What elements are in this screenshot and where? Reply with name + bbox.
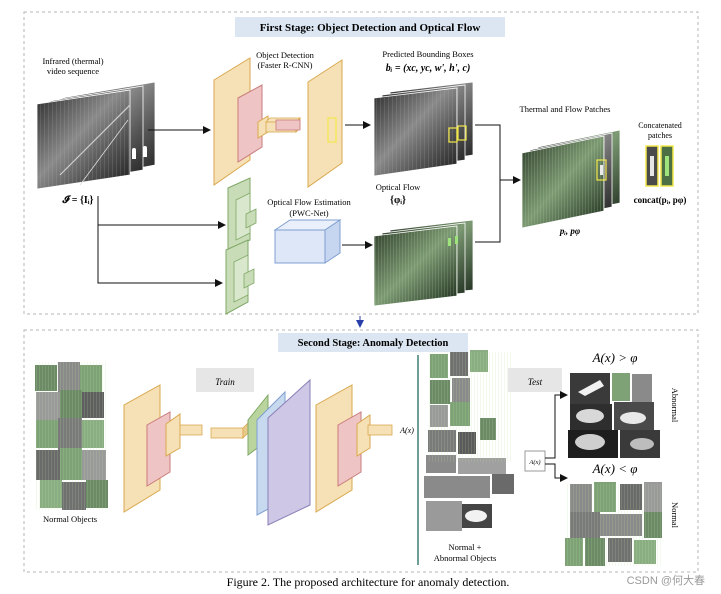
- concat-patches: [645, 145, 674, 187]
- stage2-title: Second Stage: Anomaly Detection: [298, 338, 449, 349]
- input-label-line1: Infrared (thermal): [42, 56, 103, 66]
- arrow-to-abnormal: [545, 391, 568, 459]
- input-formula: 𝓘 = {Iᵢ}: [61, 194, 93, 206]
- normal-results-mosaic: [565, 482, 663, 566]
- ax-decision-box: [524, 450, 546, 472]
- test-label: Test: [528, 377, 543, 387]
- detection-label-line1: Object Detection: [256, 50, 315, 60]
- normal-objects-label: Normal Objects: [43, 514, 97, 524]
- optical-flow-stack: [373, 219, 474, 307]
- abnormal-results-mosaic: [568, 373, 660, 458]
- normal-label: Normal: [670, 502, 680, 529]
- detection-label-line2: (Faster R-CNN): [257, 60, 312, 70]
- flow-input-stack-lower: [225, 239, 255, 315]
- stage2-title-bg: [278, 333, 468, 352]
- stage1-title: First Stage: Object Detection and Optica…: [260, 22, 481, 34]
- figure-caption: Figure 2. The proposed architecture for …: [227, 575, 510, 589]
- lt-threshold-label: A(x) < φ: [592, 461, 638, 476]
- bbox-label: Predicted Bounding Boxes: [382, 49, 473, 59]
- flow-est-label-line1: Optical Flow Estimation: [267, 197, 351, 207]
- abnormal-label: Abnormal: [670, 388, 680, 423]
- flow-label: Optical Flow: [376, 182, 421, 192]
- concat-label-line1: Concatenated: [638, 121, 682, 130]
- arrow-to-normal: [545, 463, 568, 482]
- stage1-frame: [23, 11, 699, 315]
- train-label: Train: [215, 377, 235, 387]
- gt-threshold-label: A(x) > φ: [592, 350, 638, 365]
- arrow-input-to-flow-lower: [97, 225, 223, 287]
- patches-stack: [521, 129, 621, 229]
- test-label-bg: [508, 368, 562, 392]
- concat-formula: concat(pᵢ, pφ): [634, 195, 687, 205]
- ax-label-train: A(x): [399, 426, 414, 435]
- stage2-frame: [23, 329, 699, 573]
- arrow-bbox-to-patches: [475, 124, 501, 180]
- mixed-label-line1: Normal +: [449, 542, 482, 552]
- test-objects-mosaic: [424, 350, 514, 531]
- arrow-input-to-flow-upper: [97, 196, 226, 229]
- watermark: CSDN @何大春: [627, 573, 705, 587]
- bbox-formula: bᵢ = (xc, yc, w', h', c): [386, 63, 471, 74]
- ax-decision-label: A(x): [528, 459, 540, 466]
- input-video-stack: [36, 81, 156, 190]
- flow-formula: {φᵢ}: [390, 195, 406, 206]
- normal-objects-mosaic: [35, 362, 108, 510]
- faster-rcnn-block: [213, 57, 343, 188]
- bbox-frame-stack: [373, 81, 474, 177]
- mixed-label-line2: Abnormal Objects: [434, 553, 497, 563]
- stage1-title-bg: [235, 17, 505, 37]
- patches-formula: pᵢ, pφ: [559, 226, 580, 236]
- train-label-bg: [196, 368, 254, 392]
- flow-est-label-line2: (PWC-Net): [289, 208, 328, 218]
- input-label-line2: video sequence: [47, 66, 99, 76]
- pwc-net-block: [273, 219, 342, 264]
- autoencoder-train: [123, 378, 393, 526]
- patches-label: Thermal and Flow Patches: [520, 104, 611, 114]
- arrow-flow-to-patches: [475, 180, 501, 243]
- concat-label-line2: patches: [648, 131, 672, 140]
- flow-input-stack-upper: [227, 177, 257, 253]
